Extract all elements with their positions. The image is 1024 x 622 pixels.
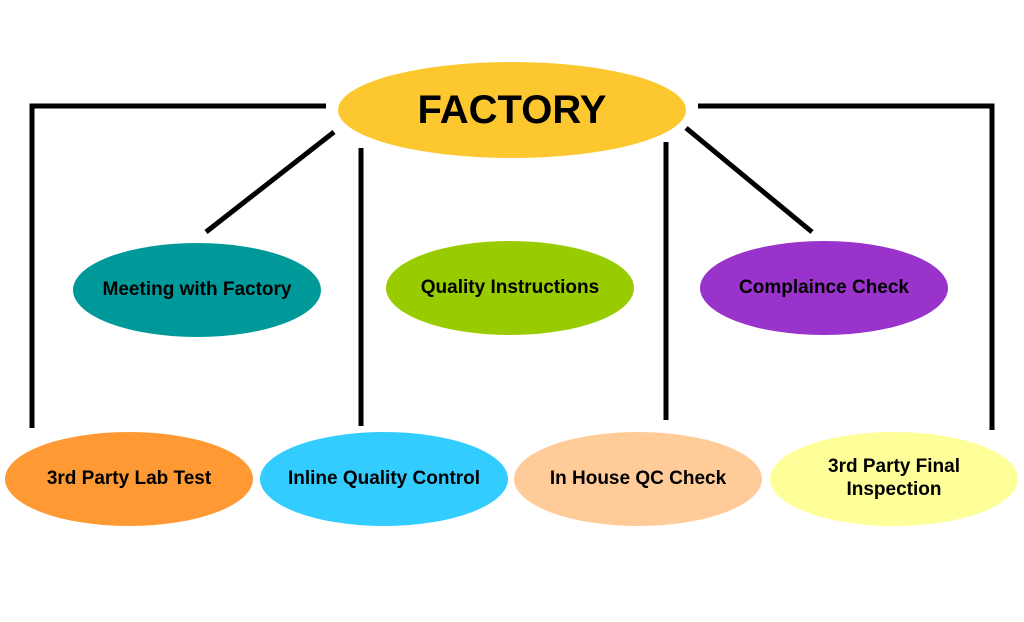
connector-root-to-final-inspection	[698, 103, 995, 430]
meeting-with-factory-label: Meeting with Factory	[102, 278, 292, 300]
lab-test-node: 3rd Party Lab Test	[5, 432, 253, 526]
in-house-qc-check-label: In House QC Check	[549, 467, 727, 489]
quality-instructions-node: Quality Instructions	[386, 241, 634, 335]
connector-root-to-meeting	[204, 130, 336, 234]
compliance-check-node: Complaince Check	[700, 241, 948, 335]
connector-root-to-compliance	[684, 126, 814, 234]
factory-node: FACTORY	[338, 62, 686, 158]
factory-label: FACTORY	[417, 88, 607, 132]
connector-root-to-lab-test	[29, 103, 326, 428]
inline-quality-control-node: Inline Quality Control	[260, 432, 508, 526]
lab-test-label: 3rd Party Lab Test	[46, 467, 212, 489]
in-house-qc-check-node: In House QC Check	[514, 432, 762, 526]
final-inspection-label: 3rd Party Final Inspection	[828, 456, 960, 500]
inline-quality-control-label: Inline Quality Control	[287, 467, 481, 489]
compliance-check-label: Complaince Check	[739, 276, 909, 298]
quality-instructions-label: Quality Instructions	[420, 276, 600, 298]
meeting-with-factory-node: Meeting with Factory	[73, 243, 321, 337]
final-inspection-node: 3rd Party Final Inspection	[770, 432, 1018, 526]
